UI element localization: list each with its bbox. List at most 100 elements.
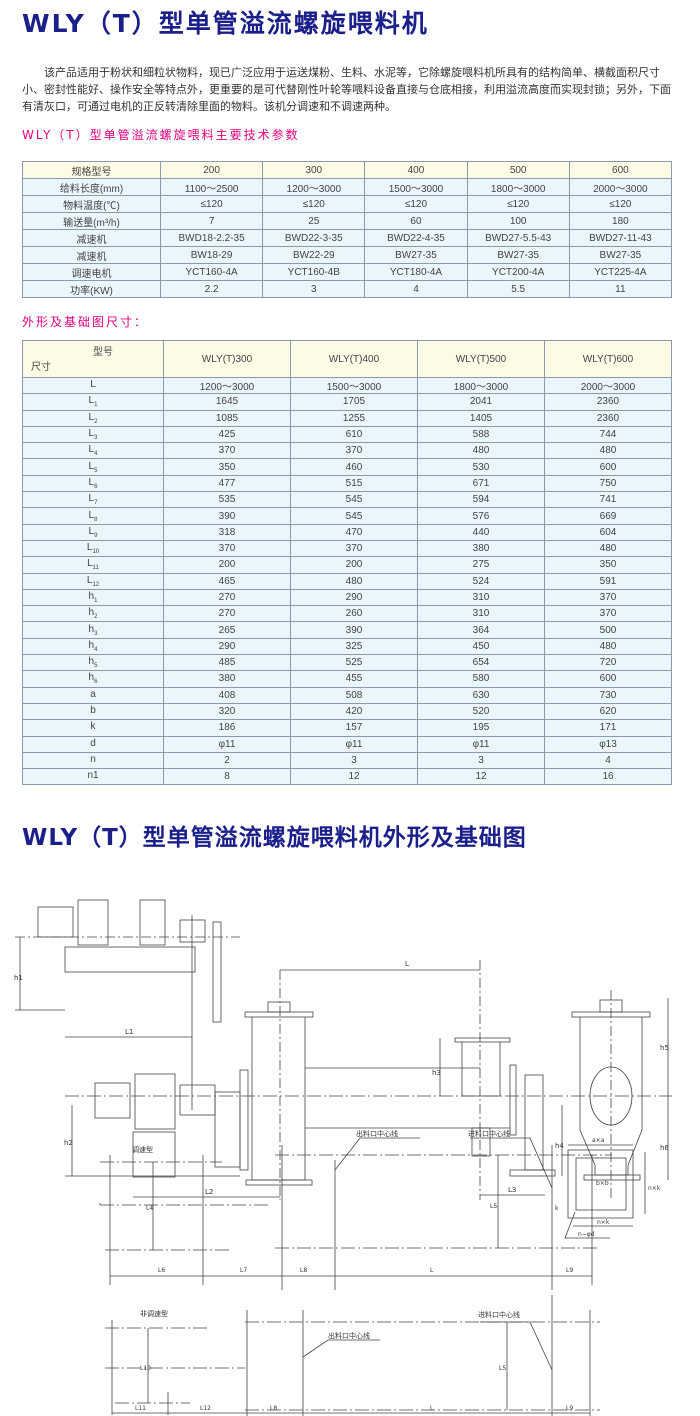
param-value: 1500～3000 [364, 178, 468, 196]
param-value: 300 [262, 161, 366, 179]
dim-label: L8 [22, 507, 164, 525]
dim-value: 465 [163, 572, 291, 590]
dim-value: φ11 [163, 735, 291, 753]
dim-h4: h4 [555, 1142, 564, 1150]
dim-value: 669 [544, 507, 672, 525]
dim-value: 8 [163, 768, 291, 786]
dim-L7: L7 [240, 1267, 247, 1274]
motor-icon [37, 906, 74, 938]
dim-L: L [405, 960, 409, 968]
param-value: YCT160-4B [262, 263, 366, 281]
dim-symbol: n1 [87, 770, 99, 782]
dim-label: h1 [22, 588, 164, 607]
dim-value: 12 [417, 768, 545, 786]
param-value: 3 [262, 280, 366, 298]
dim-symbol: L [87, 558, 93, 570]
params-row: 物料温度(℃)≤120≤120≤120≤120≤120 [22, 195, 673, 213]
dim-label: L2 [22, 409, 164, 427]
dim-label: L3 [22, 425, 164, 444]
dim-subscript: 1 [94, 598, 98, 604]
dim-symbol: h [88, 672, 95, 684]
dim-L2: L2 [205, 1188, 213, 1196]
dim-value: 580 [417, 670, 545, 688]
dim-label: h4 [22, 637, 164, 656]
dim-value: 1255 [290, 409, 418, 427]
param-value: BWD27-11-43 [568, 229, 673, 247]
dim-value: 591 [544, 572, 672, 590]
dim-value: 515 [290, 474, 418, 493]
dim-value: 310 [417, 588, 545, 607]
dim-value: 200 [290, 556, 418, 574]
dim-label: L4 [22, 442, 164, 460]
dim-symbol: L [88, 509, 95, 521]
inlet-flange [244, 1011, 314, 1018]
param-value: BW27-35 [568, 246, 673, 264]
dim-value: 270 [163, 605, 291, 623]
dim-value: 1705 [290, 393, 418, 411]
dim-label: h3 [22, 621, 164, 639]
dim-value: 1405 [417, 409, 545, 427]
dim-value: 610 [290, 425, 418, 444]
dim-value: 320 [163, 702, 291, 721]
dim-value: 12 [290, 768, 418, 786]
elevation-view: h1 L1 h2 L h3 h4 L3 [14, 899, 672, 1200]
dim-subscript: 9 [94, 532, 98, 539]
dim-axa: a×a [592, 1137, 605, 1144]
param-value: YCT180-4A [364, 263, 468, 281]
dim-value: 275 [417, 556, 545, 574]
dim-value: 2360 [544, 409, 672, 427]
param-value: 60 [364, 212, 468, 230]
dim-value: 604 [544, 523, 672, 541]
dim-symbol: h [88, 656, 95, 668]
dim-subscript: 1 [94, 402, 98, 409]
dim-symbol: n [90, 753, 96, 765]
dim-value: 440 [417, 523, 545, 541]
dim-bxb: b×b [596, 1180, 609, 1187]
dim-value: 460 [290, 458, 418, 476]
dim-value: 16 [544, 768, 672, 786]
plan-view-nonspeed: 非调速型 L10 L5 出料口中心线 进料口中心线 L11 L12 L8 L L… [105, 1295, 600, 1416]
dim-value: 325 [290, 637, 418, 656]
param-label: 规格型号 [22, 161, 161, 179]
dim-value: 370 [163, 442, 291, 460]
dim-value: 370 [163, 539, 291, 558]
param-value: 180 [568, 212, 673, 230]
dim-value: 750 [544, 474, 672, 493]
label-nonspeed-type: 非调速型 [140, 1309, 168, 1318]
dim-L1: L1 [125, 1028, 133, 1036]
param-value: BWD22-4-35 [364, 229, 468, 247]
label-speed-type: 调速型 [132, 1145, 153, 1154]
dim-subscript: 4 [94, 451, 98, 458]
dim-value: 530 [417, 458, 545, 476]
dim-label: n [22, 751, 164, 770]
dim-L5: L5 [499, 1365, 506, 1372]
dim-value: 408 [163, 686, 291, 704]
param-value: 1800～3000 [466, 178, 570, 196]
dim-value: 4 [544, 751, 672, 770]
dim-value: 741 [544, 491, 672, 509]
dim-symbol: L [88, 428, 95, 440]
params-section-title: WLY（T）型单管溢流螺旋喂料主要技术参数 [22, 128, 300, 142]
page-title: WLY（T）型单管溢流螺旋喂料机 [22, 9, 429, 38]
dim-symbol: L [90, 379, 96, 391]
dim-symbol: L [88, 411, 95, 423]
dim-value: 380 [163, 670, 291, 688]
dim-value: 390 [163, 507, 291, 525]
dim-value: 3 [290, 751, 418, 770]
dim-value: 1645 [163, 393, 291, 411]
dim-L3: L3 [508, 1186, 516, 1194]
param-value: BW18-29 [159, 246, 264, 264]
dim-label: h5 [22, 654, 164, 672]
param-value: 4 [364, 280, 468, 298]
dim-subscript: 6 [94, 679, 98, 686]
model-header: WLY(T)500 [417, 340, 545, 378]
param-value: BW27-35 [364, 246, 468, 264]
